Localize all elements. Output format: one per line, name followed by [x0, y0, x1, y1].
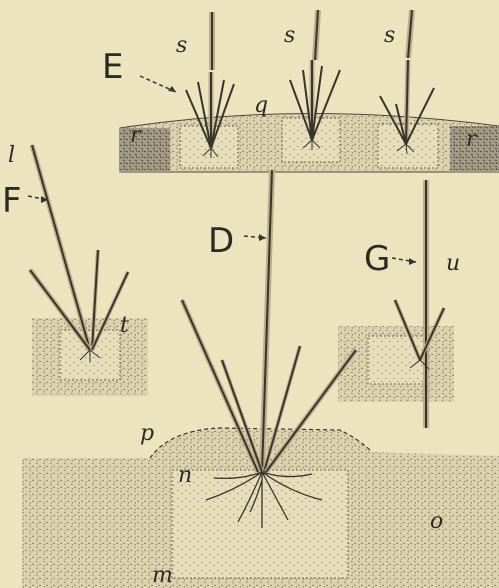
label-g: G [364, 239, 390, 279]
label-t: t [120, 313, 129, 338]
label-u: u [446, 251, 460, 276]
label-s-2: s [284, 23, 295, 48]
figure-f: F l t [2, 143, 148, 396]
figure-g: G u [338, 180, 460, 428]
label-p: p [140, 421, 154, 446]
label-o: o [430, 509, 443, 534]
figure-e: E s s s q r r [102, 10, 499, 172]
label-r-right: r [466, 127, 478, 152]
label-l: l [8, 143, 15, 168]
label-r-left: r [130, 123, 142, 148]
label-s-3: s [384, 23, 395, 48]
label-f: F [2, 181, 22, 221]
label-d: D [208, 221, 234, 261]
label-e: E [102, 47, 123, 87]
label-s-1: s [176, 33, 187, 58]
label-m: m [152, 563, 173, 588]
plant-d [182, 170, 356, 472]
label-n: n [178, 463, 192, 488]
label-q: q [254, 93, 268, 118]
soil-block-left-e [120, 128, 170, 172]
